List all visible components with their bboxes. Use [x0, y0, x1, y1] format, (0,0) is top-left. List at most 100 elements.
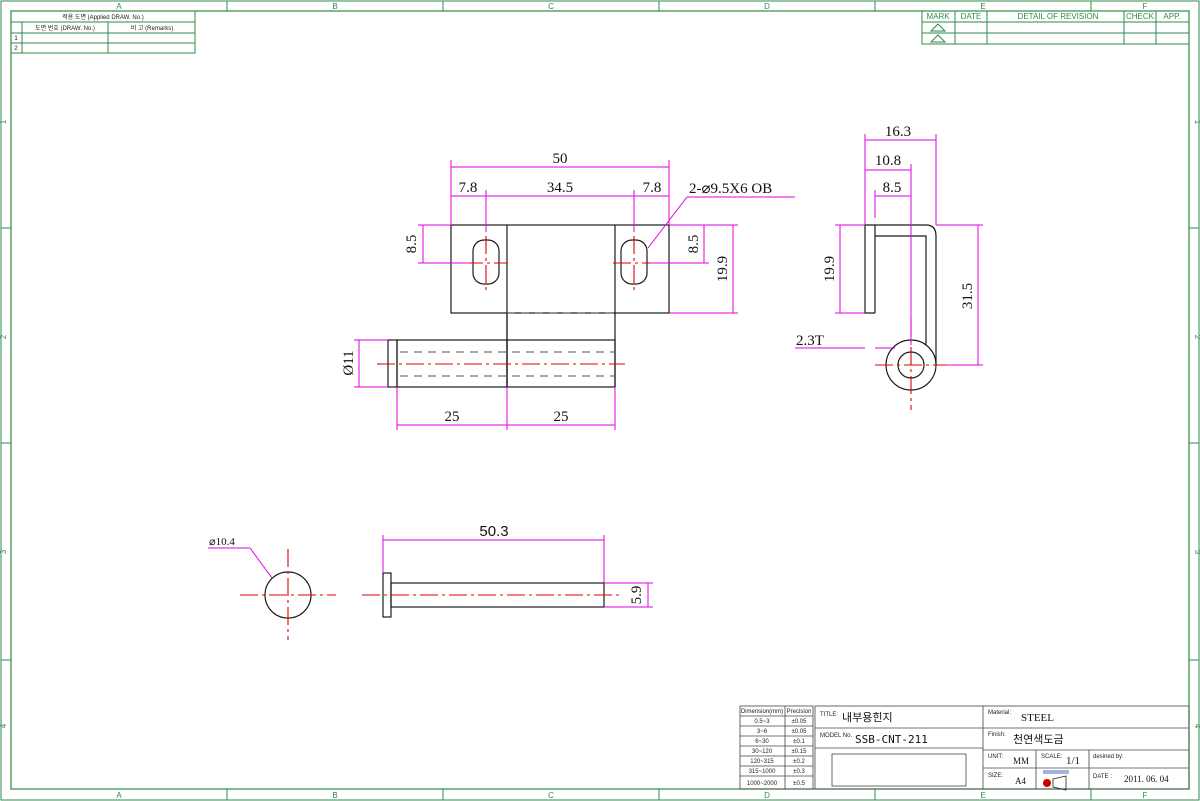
precision-range: 1000~2000 — [747, 781, 778, 787]
precision-value: ±0.05 — [792, 719, 808, 725]
pin-side-view: 50.3 5.9 — [362, 523, 653, 618]
col-label-top: D — [764, 2, 770, 11]
precision-header: Precision — [787, 709, 812, 715]
side-view: 16.3 10.8 8.5 19.9 31.5 2.3T — [795, 124, 983, 410]
revision-header: CHECK — [1126, 12, 1155, 21]
dim-pin-diameter: Ø11 — [341, 350, 357, 375]
precision-value: ±0.05 — [792, 729, 808, 735]
revision-triangle-icon — [929, 23, 947, 32]
precision-range: 0.5~3 — [754, 719, 770, 725]
precision-table: Dimension(mm) Precision 0.5~3 ±0.05 3~6 … — [739, 705, 814, 790]
unit-value: MM — [1013, 756, 1029, 766]
applied-table-col2: 비 고 (Remarks) — [131, 24, 173, 32]
applied-drawing-table: 적용 도면 (Applied DRAW. No.) 도면 번호 (DRAW. N… — [10, 10, 196, 54]
precision-range: 30~120 — [752, 749, 773, 755]
finish-value: 천연색도금 — [1013, 732, 1064, 746]
applied-table-col1: 도면 번호 (DRAW. No.) — [35, 24, 95, 32]
hole-callout: 2-⌀9.5X6 OB — [689, 181, 772, 197]
dim-overall-width: 50 — [553, 151, 568, 167]
revision-table: MARK DATE DETAIL OF REVISION CHECK APP. — [921, 10, 1190, 45]
material-value: STEEL — [1021, 712, 1054, 724]
col-label-bottom: F — [1143, 791, 1148, 800]
col-label-top: C — [548, 2, 554, 11]
precision-value: ±0.2 — [793, 759, 805, 765]
unit-label: UNIT: — [988, 754, 1003, 760]
date-label: DATE : — [1093, 774, 1112, 780]
precision-range: 3~6 — [757, 729, 768, 735]
pin-end-view: ⌀10.4 — [208, 536, 336, 640]
model-value: SSB-CNT-211 — [855, 733, 928, 746]
dim-side-inner-width: 8.5 — [883, 180, 902, 196]
finish-label: Finish: — [988, 732, 1006, 738]
revision-header: APP. — [1163, 12, 1180, 21]
col-label-bottom: C — [548, 791, 554, 800]
designed-label: desined by: — [1093, 754, 1124, 760]
dim-pin-head-diameter: ⌀10.4 — [209, 536, 235, 548]
precision-range: 120~315 — [750, 759, 774, 765]
projection-symbol-icon — [1043, 770, 1069, 791]
size-label: SIZE: — [988, 773, 1003, 779]
date-value: 2011. 06. 04 — [1124, 774, 1169, 784]
dim-side-leaf-height: 19.9 — [822, 256, 838, 282]
applied-table-row: 2 — [14, 46, 18, 52]
precision-value: ±0.5 — [793, 781, 805, 787]
scale-value: 1/1 — [1066, 755, 1080, 767]
title-label: TITLE: — [820, 712, 838, 718]
dim-side-mid-width: 10.8 — [875, 153, 901, 169]
row-label-right: 4 — [1193, 724, 1200, 729]
dim-hole-spacing: 34.5 — [547, 180, 573, 196]
precision-header: Dimension(mm) — [741, 709, 783, 715]
row-label-right: 2 — [1193, 335, 1200, 340]
front-dimensions — [354, 160, 795, 430]
dim-thickness: 2.3T — [796, 333, 824, 349]
col-label-top: F — [1143, 2, 1148, 11]
dim-barrel-right: 25 — [554, 409, 569, 425]
dim-left-offset: 7.8 — [459, 180, 478, 196]
front-view: 50 7.8 34.5 7.8 2-⌀9.5X6 OB 8.5 8.5 19.9… — [341, 151, 795, 430]
precision-range: 6~30 — [755, 739, 769, 745]
dim-pin-shaft: 5.9 — [629, 586, 645, 605]
dim-side-total-width: 16.3 — [885, 124, 911, 140]
title-block: TITLE: 내부용힌지 MODEL No. SSB-CNT-211 Mater… — [814, 705, 1190, 791]
col-label-top: E — [980, 2, 985, 11]
revision-header: DETAIL OF REVISION — [1018, 12, 1099, 21]
row-label-right: 3 — [1193, 550, 1200, 555]
scale-label: SCALE: — [1041, 754, 1063, 760]
dim-leaf-height: 19.9 — [715, 256, 731, 282]
drawing-number-box — [831, 753, 967, 787]
dim-barrel-left: 25 — [445, 409, 460, 425]
col-label-bottom: B — [332, 791, 337, 800]
applied-table-row: 1 — [14, 36, 18, 42]
row-label-left: 1 — [0, 119, 8, 124]
revision-header: MARK — [926, 12, 950, 21]
col-label-bottom: A — [116, 791, 122, 800]
col-label-top: B — [332, 2, 337, 11]
revision-header: DATE — [961, 12, 982, 21]
precision-value: ±0.1 — [793, 739, 805, 745]
model-label: MODEL No. — [820, 733, 852, 739]
row-label-left: 4 — [0, 723, 8, 728]
dim-left-hole-height: 8.5 — [404, 235, 420, 254]
material-label: Material: — [988, 710, 1011, 716]
row-label-right: 1 — [1193, 120, 1200, 125]
precision-range: 315~1000 — [749, 769, 777, 775]
title-value: 내부용힌지 — [842, 711, 893, 724]
dim-side-total-height: 31.5 — [960, 283, 976, 309]
applied-table-header: 적용 도면 (Applied DRAW. No.) — [62, 13, 144, 21]
dim-pin-length: 50.3 — [479, 523, 508, 540]
row-label-left: 2 — [0, 334, 8, 339]
dim-right-hole-height: 8.5 — [686, 235, 702, 254]
col-label-bottom: E — [980, 791, 985, 800]
precision-value: ±0.15 — [792, 749, 808, 755]
revision-triangle-icon — [929, 34, 947, 43]
side-dimensions — [795, 134, 983, 366]
size-value: A4 — [1015, 776, 1026, 786]
precision-value: ±0.3 — [793, 769, 805, 775]
col-label-bottom: D — [764, 791, 770, 800]
col-label-top: A — [116, 2, 122, 11]
dim-right-offset: 7.8 — [643, 180, 662, 196]
row-label-left: 3 — [0, 549, 8, 554]
